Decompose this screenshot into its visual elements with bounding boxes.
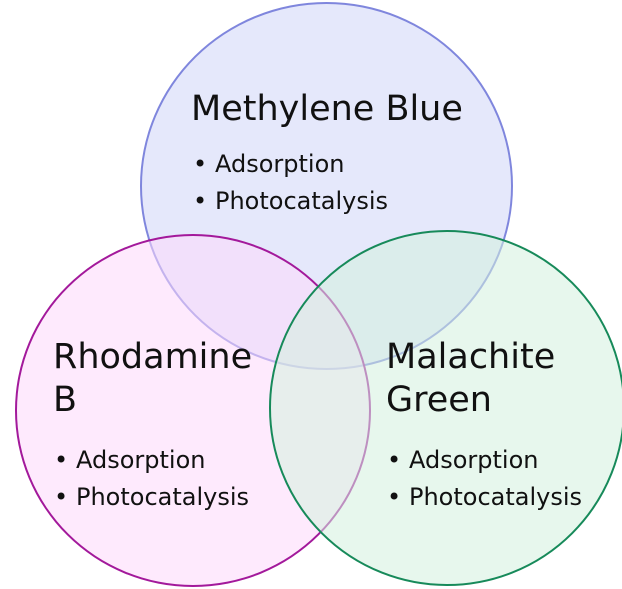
methylene-blue-list: Adsorption Photocatalysis	[193, 146, 388, 220]
methylene-blue-title: Methylene Blue	[191, 89, 463, 129]
list-item: Adsorption	[387, 442, 582, 479]
list-item: Photocatalysis	[54, 479, 249, 516]
list-item: Photocatalysis	[193, 183, 388, 220]
list-item: Photocatalysis	[387, 479, 582, 516]
malachite-green-title: Malachite Green	[386, 337, 556, 420]
list-item: Adsorption	[54, 442, 249, 479]
malachite-green-circle	[269, 230, 622, 586]
malachite-green-list: Adsorption Photocatalysis	[387, 442, 582, 516]
rhodamine-b-title: Rhodamine B	[53, 337, 253, 420]
rhodamine-b-list: Adsorption Photocatalysis	[54, 442, 249, 516]
list-item: Adsorption	[193, 146, 388, 183]
